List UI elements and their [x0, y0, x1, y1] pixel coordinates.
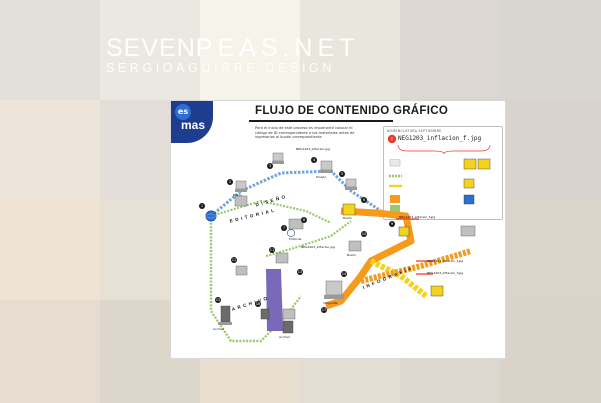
- node-label: Infografía: [323, 301, 338, 305]
- diagram-intro: Para el inicio de este proceso es import…: [255, 126, 355, 140]
- step-number: 14: [341, 271, 347, 277]
- node-computer-icon: [272, 152, 284, 164]
- flow-path-diseno: [210, 169, 382, 218]
- flow-path-archivo: [209, 216, 302, 343]
- file-label: NEG1203_inflacion_f.jpg: [427, 259, 464, 263]
- node-infografia-icon: [324, 280, 344, 299]
- flow-path-infografia: [324, 207, 415, 310]
- step-number: 4: [311, 157, 317, 163]
- diagram-legend: NOMENCLATURA SEPTIEMBRE ! NEG1203_inflac…: [383, 126, 503, 220]
- svg-text:!: !: [391, 137, 393, 143]
- node-globe-icon: [205, 210, 217, 222]
- node-infografia-icon: [430, 285, 444, 297]
- file-label: NEG1203_inflacion_f.jpg: [427, 271, 464, 275]
- node-mailbox-icon: [348, 240, 362, 252]
- node-editorial-icon: [287, 218, 304, 237]
- legend-brace: [397, 144, 491, 155]
- node-computer-icon: [235, 265, 248, 276]
- legend-filename: NEG1203_inflacion_f.jpg: [398, 135, 482, 142]
- node-archive-icon: [218, 305, 232, 325]
- esmas-logo: es mas: [171, 101, 213, 143]
- flow-path-center: [265, 220, 352, 258]
- node-computer-icon: [320, 160, 333, 173]
- step-number: 13: [297, 269, 303, 275]
- portfolio-image-flujo[interactable]: es mas FLUJO DE CONTENIDO GRÁFICO Para e…: [171, 101, 505, 358]
- node-archive-icon: [282, 320, 294, 334]
- logo-part-1: SEVEN: [106, 34, 196, 62]
- node-mailbox-icon: [398, 226, 410, 237]
- step-number: 17: [321, 307, 327, 313]
- node-label: Archivo: [213, 327, 225, 331]
- legend-buzones: [463, 158, 491, 205]
- node-computer-icon: [275, 252, 289, 264]
- title-underline: [249, 120, 393, 122]
- step-number: 16: [255, 301, 261, 307]
- archivo-column: [266, 269, 283, 331]
- file-label: NEG1203_inflacion.jpg: [296, 147, 330, 151]
- node-computer-icon: [234, 195, 248, 207]
- alert-icon: !: [387, 134, 397, 144]
- node-label: Buzón: [233, 193, 243, 197]
- node-label: Buzón: [343, 216, 353, 220]
- node-label: Editorial: [289, 237, 302, 241]
- step-number: 3: [267, 163, 273, 169]
- file-label: NEG1203_inflacion.jpg: [301, 245, 335, 249]
- step-number: 12: [231, 257, 237, 263]
- step-number: 5: [339, 171, 345, 177]
- step-number: 2: [227, 179, 233, 185]
- node-archive-icon: [260, 308, 270, 320]
- node-computer-icon: [235, 180, 247, 192]
- legend-header: NOMENCLATURA SEPTIEMBRE: [387, 129, 442, 133]
- node-computer-icon: [345, 178, 357, 190]
- logo-part-2: PEAS.NET: [195, 34, 360, 62]
- node-label: Diseño: [316, 175, 327, 179]
- flow-diagram: [205, 152, 476, 343]
- esmas-logo-large: mas: [181, 118, 206, 132]
- site-logo[interactable]: SEVENPEAS.NET: [106, 34, 360, 62]
- step-number: 1: [199, 203, 205, 209]
- flow-path-editorial: [210, 199, 332, 224]
- node-mailbox-icon: [342, 203, 356, 216]
- flow-path-infografia-3: [360, 248, 472, 284]
- step-number: 7: [281, 225, 287, 231]
- site-tagline: SERGIOAGUIRRE DESIGN: [106, 61, 335, 75]
- node-computer-icon: [282, 308, 296, 320]
- diagram-title: FLUJO DE CONTENIDO GRÁFICO: [255, 105, 449, 117]
- step-number: 6: [361, 197, 367, 203]
- site-brand[interactable]: SEVENPEAS.NET SERGIOAGUIRRE DESIGN: [106, 34, 360, 76]
- node-label: Archivo: [279, 335, 291, 339]
- step-number: 10: [361, 231, 367, 237]
- esmas-logo-small: es: [175, 104, 191, 120]
- legend-symbols: [389, 159, 402, 213]
- node-computer-icon: [460, 225, 476, 237]
- node-label: Buzón: [347, 253, 357, 257]
- step-number: 9: [389, 221, 395, 227]
- file-label: NEG1203_inflacion_f.jpg: [399, 215, 436, 219]
- step-number: 11: [269, 247, 275, 253]
- step-number: 15: [215, 297, 221, 303]
- step-number: 8: [301, 217, 307, 223]
